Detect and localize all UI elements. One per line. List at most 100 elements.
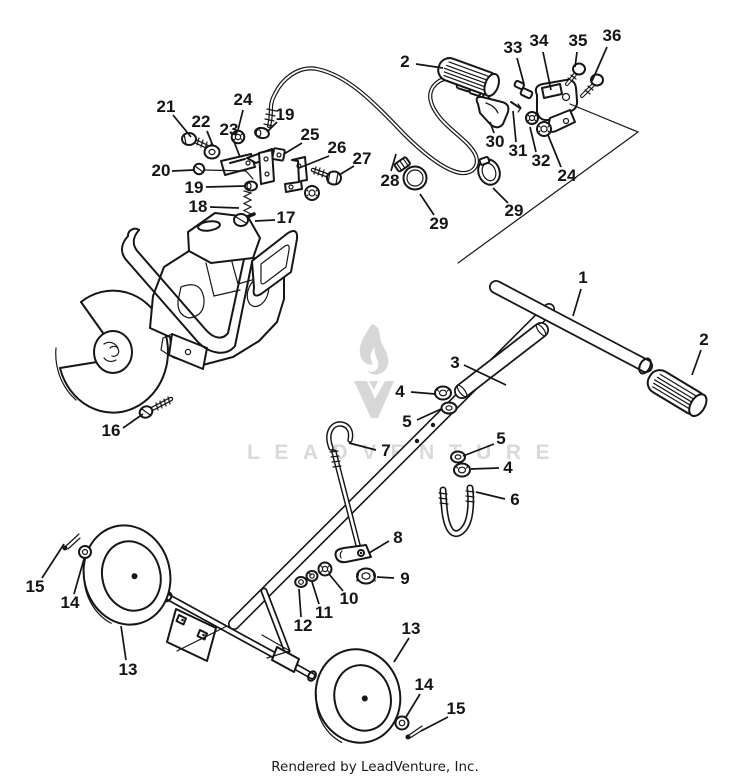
callout-21[interactable]: 21 (157, 97, 176, 116)
callout-15[interactable]: 15 (26, 577, 45, 596)
leader-line-17 (254, 219, 276, 222)
callout-5[interactable]: 5 (496, 429, 505, 448)
callout-7[interactable]: 7 (381, 441, 390, 460)
leader-line-4 (410, 391, 436, 395)
callout-11[interactable]: 11 (315, 603, 333, 622)
wheels (62, 524, 425, 744)
wheel-right (314, 648, 402, 744)
leader-line-28 (390, 153, 397, 172)
bracket-26 (284, 156, 308, 193)
carry-handle (121, 227, 253, 354)
callout-14[interactable]: 14 (61, 593, 80, 612)
callout-5[interactable]: 5 (402, 412, 411, 431)
callout-25[interactable]: 25 (301, 125, 320, 144)
callout-29[interactable]: 29 (505, 201, 524, 220)
fuel-cap (197, 220, 221, 232)
leader-line-24 (547, 134, 562, 168)
callout-36[interactable]: 36 (603, 26, 622, 45)
screw-35 (565, 62, 586, 86)
u-bolt-6 (438, 484, 475, 538)
leader-line-26 (298, 155, 330, 169)
axle-assembly (163, 587, 317, 682)
callout-6[interactable]: 6 (510, 490, 519, 509)
callout-35[interactable]: 35 (569, 31, 588, 50)
leader-line-18 (209, 206, 240, 209)
leader-line-3 (463, 364, 507, 386)
callout-20[interactable]: 20 (152, 161, 171, 180)
leader-line-5 (416, 408, 442, 421)
screw-17 (233, 212, 256, 227)
leader-line-32 (529, 126, 537, 153)
throttle-lever-30 (475, 95, 510, 129)
leader-line-36 (591, 46, 608, 82)
callout-2[interactable]: 2 (699, 330, 708, 349)
leader-line-7 (348, 442, 377, 451)
clip-25 (271, 147, 286, 162)
cable-end-33 (513, 79, 534, 100)
leader-line-19 (266, 121, 278, 133)
callout-31[interactable]: 31 (509, 141, 528, 160)
screw-36 (580, 73, 604, 98)
leader-line-4 (470, 467, 500, 470)
callout-10[interactable]: 10 (340, 589, 359, 608)
callout-19[interactable]: 19 (276, 105, 295, 124)
callout-23[interactable]: 23 (220, 120, 239, 139)
washer-24-upper (230, 129, 246, 145)
callout-27[interactable]: 27 (353, 149, 372, 168)
leader-line-19 (205, 185, 246, 188)
callout-13[interactable]: 13 (119, 660, 138, 679)
callout-15[interactable]: 15 (447, 699, 466, 718)
fuel-tank (187, 212, 261, 264)
nut-4-lower (453, 462, 471, 478)
bolt-27 (310, 166, 342, 186)
axle-plate (166, 608, 217, 662)
washer-32 (525, 111, 539, 125)
callout-13[interactable]: 13 (402, 619, 421, 638)
flame-icon (359, 324, 389, 375)
v-logo-icon (354, 381, 394, 418)
callout-24[interactable]: 24 (558, 166, 577, 185)
callout-24[interactable]: 24 (234, 90, 253, 109)
leader-line-12 (298, 588, 302, 618)
callout-33[interactable]: 33 (504, 38, 523, 57)
beam-hole (430, 422, 436, 428)
callout-14[interactable]: 14 (415, 675, 434, 694)
callout-32[interactable]: 32 (532, 151, 551, 170)
callout-8[interactable]: 8 (393, 528, 402, 547)
callout-4[interactable]: 4 (503, 458, 513, 477)
washer-10 (317, 561, 333, 577)
callout-9[interactable]: 9 (400, 569, 409, 588)
callout-19[interactable]: 19 (185, 178, 204, 197)
beam-hole (414, 438, 420, 444)
leader-line-1 (572, 288, 582, 317)
leader-line-31 (512, 110, 517, 143)
cotter-pin-15-right (405, 725, 425, 740)
callout-3[interactable]: 3 (450, 353, 459, 372)
leader-line-8 (368, 540, 390, 554)
saw-assembly (55, 212, 299, 419)
callout-29[interactable]: 29 (430, 214, 449, 233)
bracket-8 (334, 544, 372, 564)
callout-30[interactable]: 30 (486, 132, 505, 151)
callout-12[interactable]: 12 (294, 616, 313, 635)
callout-16[interactable]: 16 (102, 421, 121, 440)
callout-28[interactable]: 28 (381, 171, 400, 190)
callout-22[interactable]: 22 (192, 112, 211, 131)
washer-12 (294, 576, 308, 588)
callout-2[interactable]: 2 (400, 52, 409, 71)
washer-14-right (394, 715, 410, 731)
leader-line-33 (516, 57, 525, 85)
handlebar-assembly (228, 280, 708, 630)
callout-1[interactable]: 1 (578, 268, 587, 287)
callout-26[interactable]: 26 (328, 138, 347, 157)
leader-line-25 (283, 142, 303, 155)
leader-line-10 (328, 573, 344, 592)
leader-line-23 (232, 138, 241, 158)
callout-4[interactable]: 4 (395, 382, 405, 401)
leader-line-21 (172, 114, 192, 138)
callout-34[interactable]: 34 (530, 31, 549, 50)
bushing-19-upper (254, 126, 270, 140)
cotter-pin-15-left (62, 533, 81, 551)
callout-18[interactable]: 18 (189, 197, 208, 216)
callout-17[interactable]: 17 (277, 208, 296, 227)
